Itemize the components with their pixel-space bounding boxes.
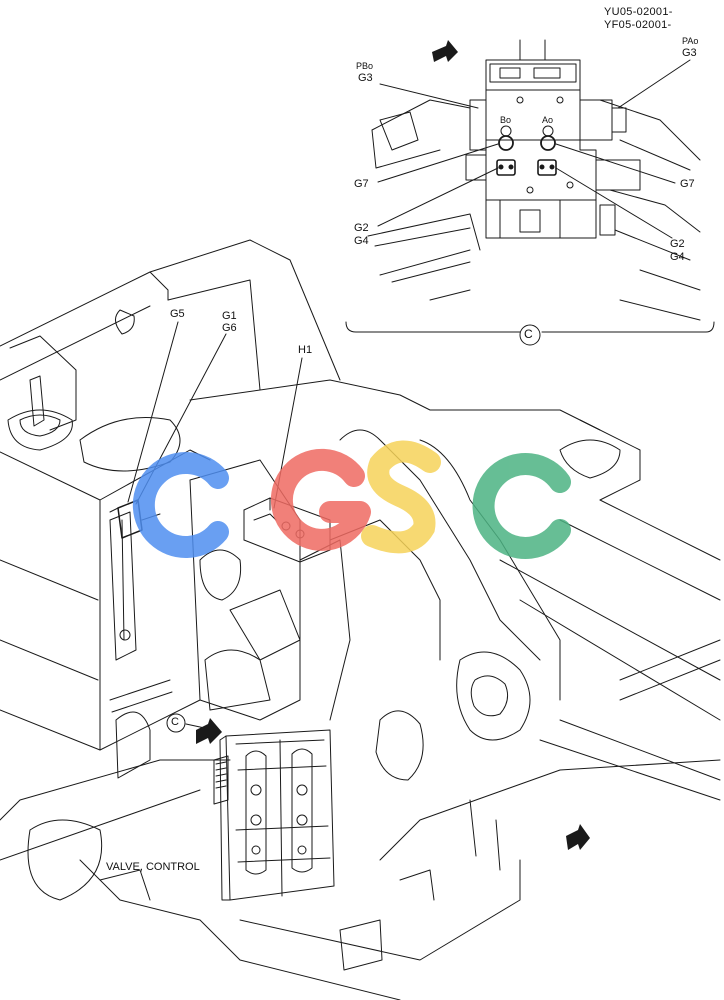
control-valve-assembly	[213, 729, 335, 901]
detail-view-marker: C	[524, 327, 533, 341]
callout-g3-right: G3	[682, 47, 697, 59]
callout-g2-right: G2	[670, 238, 685, 250]
detail-view-c	[345, 39, 715, 346]
view-direction-arrow-icon	[432, 40, 458, 62]
main-view-marker: C	[171, 716, 179, 728]
direction-arrow-icon	[566, 824, 590, 850]
port-label-pbo: PBo	[356, 61, 374, 71]
watermark-c1-shape	[132, 452, 229, 558]
watermark-g-shape	[270, 448, 371, 551]
callout-g3-left: G3	[358, 72, 373, 84]
serial-code-1: YU05-02001-	[604, 6, 673, 18]
cgsc-watermark	[132, 440, 571, 559]
port-label-ao: Ao	[542, 115, 554, 125]
serial-code-2: YF05-02001-	[604, 19, 672, 31]
callout-g2-left: G2	[354, 222, 369, 234]
callout-g7-left: G7	[354, 178, 369, 190]
callout-g1: G1	[222, 310, 237, 322]
port-label-bo: Bo	[500, 115, 512, 125]
callout-g4-right: G4	[670, 251, 685, 263]
callout-h1: H1	[298, 344, 313, 356]
watermark-c2-shape	[472, 453, 571, 559]
main-assembly	[0, 239, 721, 1000]
view-c-arrow-icon	[196, 718, 222, 744]
port-label-pao: PAo	[682, 36, 699, 46]
callout-g7-right: G7	[680, 178, 695, 190]
callout-g5: G5	[170, 308, 185, 320]
callout-g6: G6	[222, 322, 237, 334]
part-label-valve-control: VALVE, CONTROL	[106, 861, 200, 873]
callout-g4-left: G4	[354, 235, 369, 247]
watermark-s-shape	[361, 440, 441, 554]
